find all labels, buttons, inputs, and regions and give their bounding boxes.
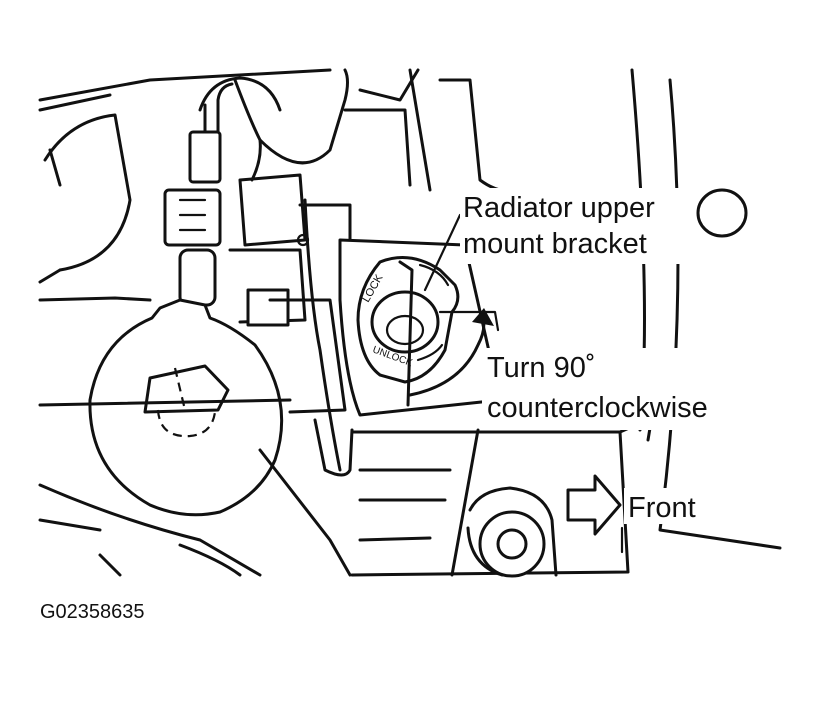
upper-hoses (198, 68, 522, 193)
left-fender-structure (38, 68, 332, 302)
lock-mount (356, 256, 460, 407)
radiator-bracket-label-line2: mount bracket (463, 228, 647, 260)
coolant-reservoir (88, 298, 284, 517)
bracket-leader-line (423, 213, 462, 292)
engine-components (228, 173, 354, 477)
wire-connector (163, 82, 234, 307)
turn-instruction-line2: counterclockwise (487, 392, 708, 424)
grommet (696, 188, 748, 238)
figure-id: G02358635 (40, 601, 145, 623)
radiator-bracket-label-line1: Radiator upper (463, 192, 655, 224)
rotation-arrow-icon (408, 308, 494, 397)
turn-instruction-line1: Turn 90˚ (487, 352, 596, 384)
front-arrow-icon (566, 474, 622, 536)
right-body-lines (630, 68, 782, 550)
lower-left-body (38, 398, 352, 577)
front-label: Front (628, 492, 696, 524)
